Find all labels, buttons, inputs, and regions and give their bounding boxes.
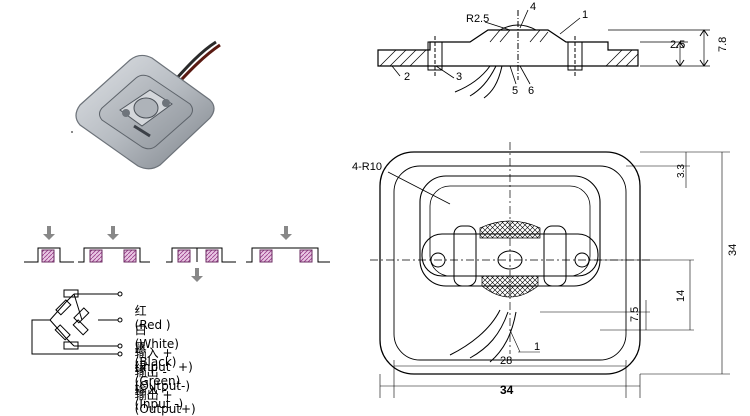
wire-color-name: (White)	[134, 337, 179, 351]
dim-gap: 3.3	[676, 164, 687, 178]
wire-color-name: (Red )	[134, 318, 171, 332]
wire-function: 输出 -	[134, 365, 167, 379]
part-label-2: 2	[404, 71, 410, 83]
bridge-circuit	[31, 289, 123, 357]
wire-function-eng: (Output-)	[134, 379, 191, 393]
radius-label: R2.5	[466, 13, 489, 25]
dim-7-5: 7.5	[629, 307, 641, 322]
part-label-1: 1	[582, 9, 588, 21]
wire-function: 输入 -	[134, 383, 167, 397]
wire-color: 绿	[134, 360, 147, 374]
side-view-drawing: R2.5 4 1 2 3 5 6 2.5 7.8	[377, 1, 729, 99]
load-configurations	[24, 226, 330, 282]
part-label-6: 6	[528, 85, 534, 97]
wire-color-name: (Green)	[134, 374, 181, 388]
wire-function: 输入 +	[134, 346, 173, 360]
wire-color: 红	[134, 304, 147, 318]
dim-height: 7.8	[717, 37, 729, 52]
part-label-4: 4	[530, 1, 536, 13]
wire-row-red: 红 (Red ) 输入 + (Input +)	[127, 290, 193, 374]
top-view-drawing: 4-R10 3.3 14 7.5 34 1 28 34	[352, 142, 739, 398]
wire-function-eng: (Input +)	[134, 360, 193, 374]
part-label-1-top: 1	[534, 341, 540, 353]
dim-thickness: 2.5	[670, 39, 685, 51]
dim-outer-height: 34	[727, 244, 739, 256]
corner-radius-label: 4-R10	[352, 161, 382, 173]
wire-row-green: 绿 (Green) 输出 + (Output+)	[127, 346, 196, 416]
sensor-photo	[71, 40, 221, 170]
dim-outer-width: 34	[500, 383, 514, 397]
dim-inner-width: 28	[500, 355, 512, 367]
wire-function: 输出 +	[134, 388, 173, 402]
dim-14: 14	[675, 290, 687, 302]
part-label-3: 3	[456, 71, 462, 83]
wire-function-eng: (Output+)	[134, 402, 196, 416]
wire-row-white: 白 (White) 输出 - (Output-)	[127, 309, 190, 393]
part-label-5: 5	[512, 85, 518, 97]
wire-color: 黑	[134, 341, 147, 355]
wire-color-name: (Black)	[134, 355, 177, 369]
wire-color: 白	[134, 323, 147, 337]
